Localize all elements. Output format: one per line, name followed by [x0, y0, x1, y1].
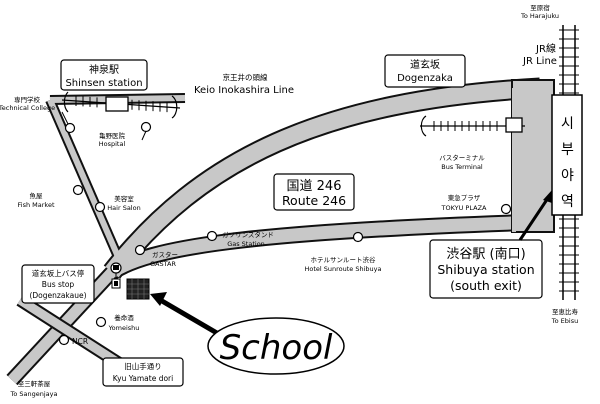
to-ebisu-en: To Ebisu: [551, 317, 578, 325]
bus-stop-icon: [110, 262, 122, 289]
tokyu-plaza-marker: [500, 203, 512, 215]
to-ebisu-jp: 至恵比寿: [552, 307, 579, 316]
hair-salon-en: Hair Salon: [107, 204, 140, 212]
yomeishu-marker: [95, 316, 107, 328]
to-harajuku-en: To Harajuku: [520, 12, 559, 20]
kyu-yamate-dori-label: 旧山手通り Kyu Yamate dori: [102, 357, 184, 387]
svg-text:神泉駅: 神泉駅: [89, 63, 119, 76]
jr-line-en: JR Line: [522, 56, 557, 67]
hair-salon-marker: [94, 201, 106, 213]
jr-line-jp: JR線: [535, 42, 556, 55]
dogenzaka-label: 道玄坂 Dogenzaka: [384, 54, 466, 88]
svg-text:Route 246: Route 246: [282, 193, 346, 208]
school-callout: School: [207, 317, 345, 375]
hospital-jp: 亀野医院: [99, 131, 126, 140]
hospital-marker: [140, 121, 152, 133]
svg-text:道玄坂: 道玄坂: [410, 58, 440, 71]
technical-college-marker: [64, 122, 76, 134]
fish-market-jp: 魚屋: [30, 191, 44, 200]
shinsen-station-box: [105, 96, 129, 112]
svg-text:国道 246: 国道 246: [287, 179, 342, 194]
hotel-sunroute-marker: [352, 231, 364, 243]
shibuya-char-4: 역: [561, 194, 574, 210]
technical-college-jp: 専門学校: [14, 95, 41, 104]
ncr-marker: [58, 334, 70, 346]
svg-text:道玄坂上バス停: 道玄坂上バス停: [32, 268, 85, 278]
hotel-sunroute-en: Hotel Sunroute Shibuya: [304, 265, 381, 273]
fish-market-marker: [72, 184, 84, 196]
yomeishu-jp: 養命酒: [114, 313, 134, 322]
school-pointer-arrow: [150, 292, 224, 339]
gastar-marker: [134, 244, 146, 256]
keio-line-jp: 京王井の頭線: [223, 72, 268, 82]
landmark-markers: [58, 121, 512, 346]
to-sangenjaya-en: To Sangenjaya: [9, 390, 57, 398]
station-plaza: [511, 79, 555, 233]
yomeishu-en: Yomeishu: [108, 324, 140, 332]
svg-text:(south exit): (south exit): [450, 278, 522, 293]
hotel-sunroute-jp: ホテルサンルート渋谷: [311, 255, 377, 264]
bus-stop-label: 道玄坂上バス停 Bus stop (Dogenzakaue): [21, 264, 95, 304]
svg-text:Shibuya station: Shibuya station: [437, 262, 534, 277]
roads-fill: [7, 79, 541, 384]
shibuya-station-box: [551, 94, 583, 216]
svg-text:Kyu Yamate dori: Kyu Yamate dori: [113, 374, 173, 383]
shibuya-pointer-arrow: [518, 190, 552, 241]
school-building-icon: [126, 278, 150, 300]
to-sangenjaya-jp: 至三軒茶屋: [18, 379, 51, 388]
text-labels: 至原宿 To Harajuku JR線 JR Line 京王井の頭線 Keio …: [0, 3, 579, 398]
gas-station-marker: [206, 230, 218, 242]
route-246-label: 国道 246 Route 246: [273, 173, 355, 211]
school-label: School: [220, 328, 333, 368]
hair-salon-jp: 美容室: [114, 194, 134, 203]
technical-college-en: Technical College: [0, 104, 55, 112]
ncr-label: NCR: [72, 337, 88, 346]
shibuya-vertical-label: 시 부 야 역: [561, 116, 574, 210]
tokyu-plaza-jp: 東急プラザ: [448, 193, 481, 202]
keio-shibuya-box: [505, 117, 523, 133]
svg-text:Dogenzaka: Dogenzaka: [397, 73, 453, 84]
marker-leaders: [61, 111, 147, 141]
gastar-en: GASTAR: [150, 260, 177, 268]
bus-terminal-en: Bus Terminal: [441, 163, 483, 171]
to-harajuku-jp: 至原宿: [530, 3, 550, 12]
bus-terminal-jp: バスターミナル: [439, 153, 485, 162]
keio-line-en: Keio Inokashira Line: [194, 85, 294, 96]
gas-station-jp: ガソリンスタンド: [222, 230, 274, 239]
svg-text:旧山手通り: 旧山手通り: [124, 361, 162, 371]
shibuya-south-exit-label: 渋谷駅 (南口) Shibuya station (south exit): [429, 239, 543, 299]
tokyu-plaza-en: TOKYU PLAZA: [441, 204, 488, 212]
svg-text:渋谷駅 (南口): 渋谷駅 (南口): [446, 246, 525, 262]
shibuya-char-3: 야: [561, 168, 574, 184]
svg-text:Bus stop: Bus stop: [42, 280, 75, 289]
fish-market-en: Fish Market: [18, 201, 55, 209]
hospital-en: Hospital: [99, 140, 126, 148]
shinsen-station-label: 神泉駅 Shinsen station: [60, 59, 148, 91]
gas-station-en: Gas Station: [227, 240, 265, 248]
svg-text:Shinsen station: Shinsen station: [65, 78, 142, 89]
shibuya-char-2: 부: [561, 142, 574, 158]
gastar-jp: ガスター: [152, 250, 178, 259]
svg-text:(Dogenzakaue): (Dogenzakaue): [29, 291, 86, 300]
shibuya-char-1: 시: [561, 116, 574, 132]
